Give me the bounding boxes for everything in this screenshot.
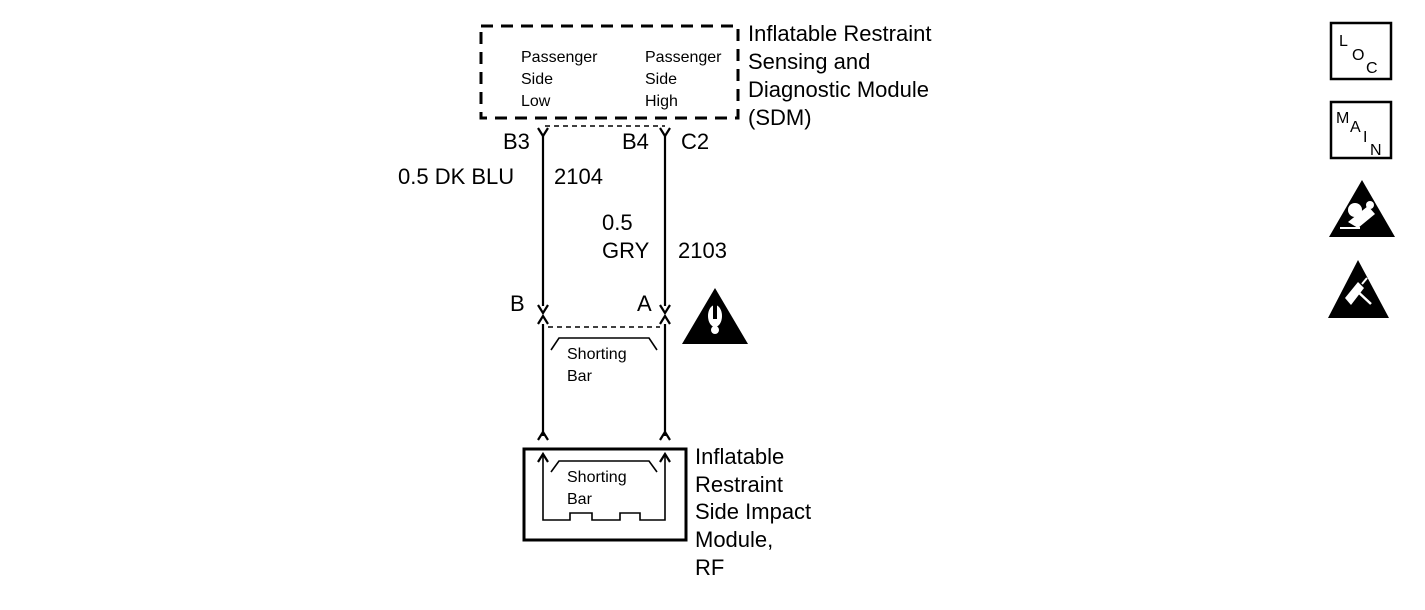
esd-warning-icon[interactable] [1328,260,1389,318]
sdm-low-label-3: Low [521,93,551,110]
module-shorting-label-2: Bar [567,491,593,508]
module-inner-left-chevron [537,451,549,463]
main-icon-letter-a: A [1350,119,1361,136]
sdm-high-label-3: High [645,93,678,110]
sdm-high-label-2: Side [645,71,677,88]
loc-icon-letter-c: C [1366,60,1378,77]
main-icon[interactable]: M A I N [1329,100,1393,160]
module-internal-circuit [542,455,666,521]
wire-left-circuit: 2104 [554,164,603,189]
module-inner-right-chevron [659,451,671,463]
wire-right-circuit: 2103 [678,238,727,263]
module-title-1: Inflatable [695,444,784,469]
module-title-5: RF [695,555,724,580]
connector-pin-b-label: B [510,291,525,316]
module-title-3: Side Impact [695,499,811,524]
module-shorting-bar [550,460,658,473]
loc-icon-letter-l: L [1339,33,1348,50]
sdm-title-1: Inflatable Restraint [748,21,931,46]
inline-connector-left-terminal [537,304,549,325]
sdm-title-2: Sensing and [748,49,870,74]
sdm-high-label-1: Passenger [645,49,722,66]
caution-triangle-icon [682,288,748,344]
module-title-2: Restraint [695,472,783,497]
sdm-low-label-2: Side [521,71,553,88]
module-shorting-label-1: Shorting [567,469,627,486]
sdm-pin-left-chevron [537,127,549,139]
pin-c2-label: C2 [681,129,709,154]
loc-icon[interactable]: L O C [1329,21,1393,81]
airbag-warning-icon[interactable] [1329,180,1395,237]
inline-connector-right-terminal [659,304,671,325]
connector-shorting-label-1: Shorting [567,346,627,363]
main-icon-letter-m: M [1336,110,1349,127]
main-icon-letter-n: N [1370,142,1382,159]
sdm-low-label-1: Passenger [521,49,598,66]
sdm-pin-right-chevron [659,127,671,139]
wire-right-color: GRY [602,238,650,263]
connector-pin-a-label: A [637,291,652,316]
pin-b3-label: B3 [503,129,530,154]
connector-shorting-label-2: Bar [567,368,593,385]
loc-icon-letter-o: O [1352,47,1364,64]
pin-b4-label: B4 [622,129,649,154]
sdm-title-3: Diagnostic Module [748,77,929,102]
sdm-title-4: (SDM) [748,105,812,130]
connector-shorting-bar [550,337,658,351]
module-title-4: Module, [695,527,773,552]
module-pin-left-chevron [537,429,549,441]
wire-left-spec: 0.5 DK BLU [398,164,514,189]
sdm-box [479,24,740,120]
wire-right-gauge: 0.5 [602,210,633,235]
side-impact-module-box [522,447,688,542]
module-pin-right-chevron [659,429,671,441]
main-icon-letter-i: I [1363,129,1367,146]
